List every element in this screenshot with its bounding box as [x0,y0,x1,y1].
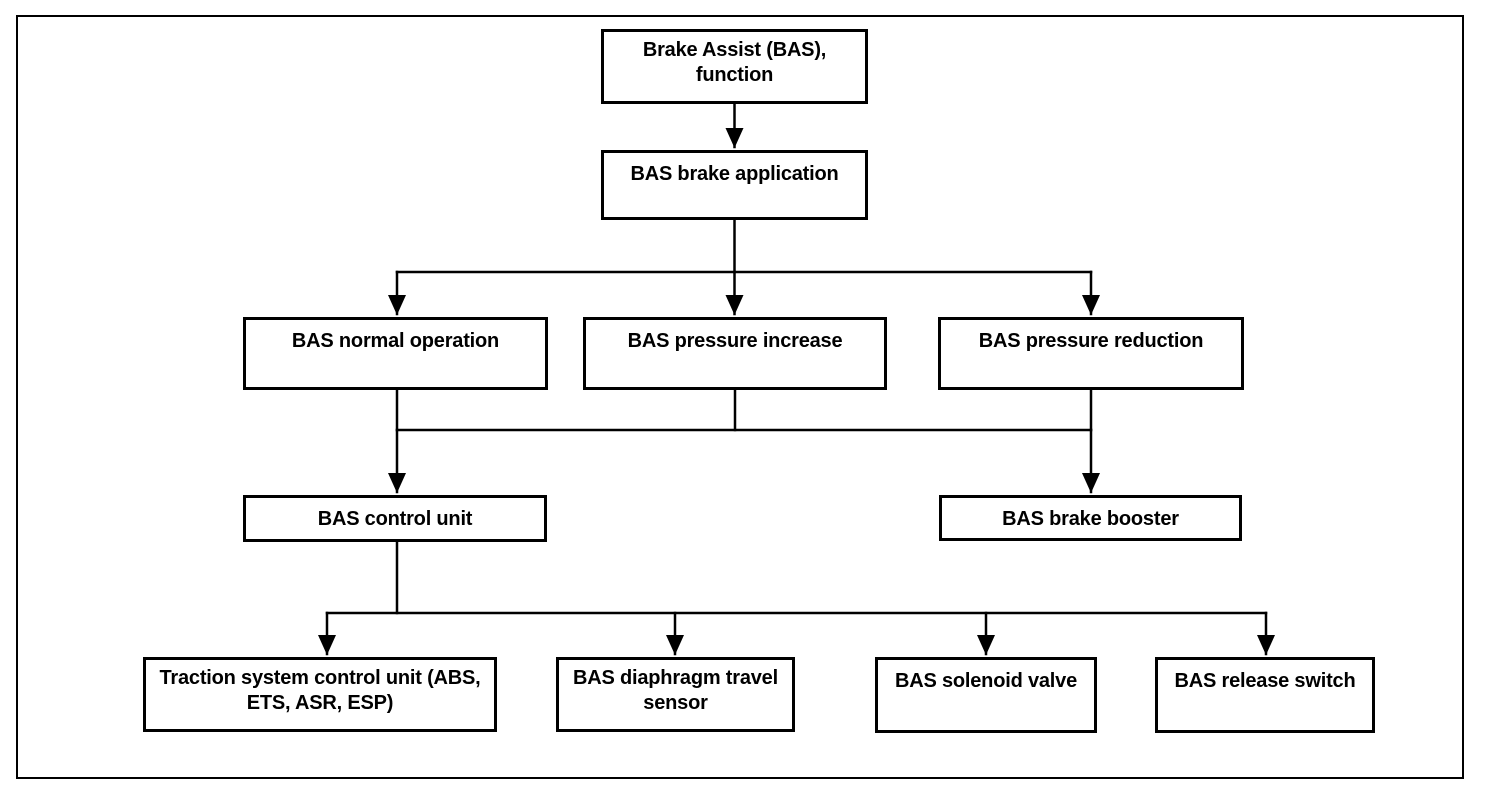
node-traction-system-control-unit: Traction system control unit (ABS, ETS, … [143,657,497,732]
node-bas-release-switch: BAS release switch [1155,657,1375,733]
node-bas-brake-booster: BAS brake booster [939,495,1242,541]
node-bas-solenoid-valve: BAS solenoid valve [875,657,1097,733]
node-bas-control-unit: BAS control unit [243,495,547,542]
node-bas-pressure-reduction: BAS pressure reduction [938,317,1244,390]
node-bas-brake-application: BAS brake application [601,150,868,220]
node-bas-normal-operation: BAS normal operation [243,317,548,390]
node-bas-pressure-increase: BAS pressure increase [583,317,887,390]
node-bas-function: Brake Assist (BAS), function [601,29,868,104]
node-bas-diaphragm-travel-sensor: BAS diaphragm travel sensor [556,657,795,732]
